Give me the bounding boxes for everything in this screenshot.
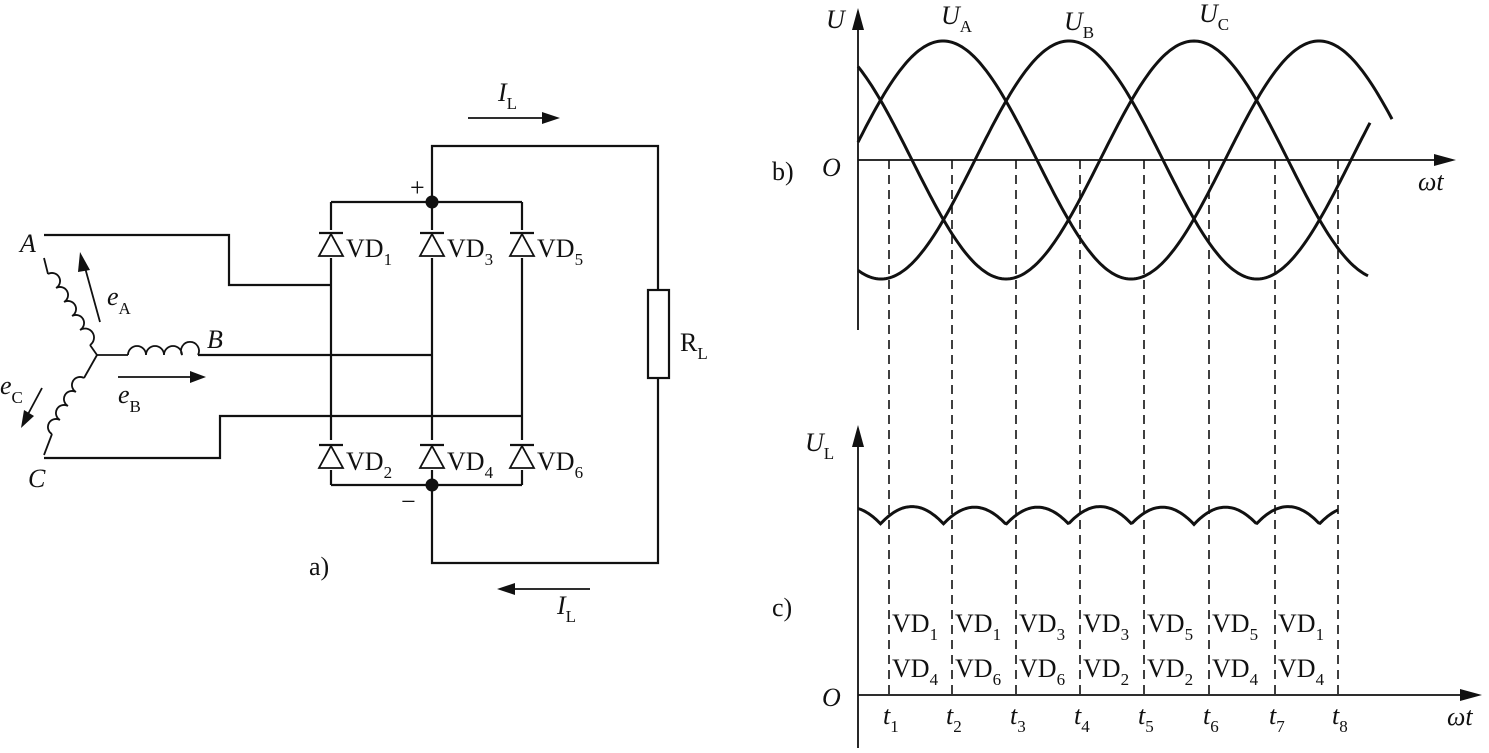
- panel-b-label: b): [772, 157, 794, 186]
- minus-sign: −: [401, 487, 416, 516]
- conducting-diode-label: VD5: [1212, 609, 1258, 644]
- star-windings: [43, 257, 200, 456]
- vd1-label: VD1: [346, 234, 392, 269]
- wt-label-c: ωt: [1447, 702, 1473, 731]
- waveform-panel-b: U O ωt b) UA UB UC: [772, 0, 1456, 330]
- curve-uc: [856, 39, 1369, 281]
- conducting-diode-label: VD1: [1278, 609, 1324, 644]
- time-labels: t1 t2 t3 t4 t5 t6 t7 t8: [883, 701, 1348, 736]
- time-label: t7: [1269, 701, 1285, 736]
- ua-label: UA: [941, 1, 973, 36]
- time-label: t3: [1010, 701, 1026, 736]
- conducting-diode-label: VD3: [1019, 609, 1065, 644]
- conducting-diode-label: VD4: [1278, 654, 1325, 689]
- conducting-diode-label: VD4: [1212, 654, 1259, 689]
- vd4-label: VD4: [447, 447, 494, 482]
- conducting-diode-label: VD1: [892, 609, 938, 644]
- current-arrows: [468, 112, 590, 595]
- winding-A: [47, 272, 95, 346]
- emf-b-label: eB: [118, 380, 141, 416]
- vd3-label: VD3: [447, 234, 493, 269]
- circuit-wires: [44, 144, 660, 565]
- ul-axis-label: UL: [805, 428, 834, 463]
- time-label: t2: [946, 701, 962, 736]
- panel-a-label: a): [309, 552, 329, 581]
- conducting-diode-label: VD6: [955, 654, 1001, 689]
- conducting-diode-label: VD2: [1083, 654, 1129, 689]
- ul-axis-arrow: [852, 425, 864, 447]
- wt-axis-b-arrow: [1434, 154, 1456, 166]
- waveform-panel-c: UL O ωt c): [772, 425, 1482, 748]
- load-label: RL: [680, 328, 708, 363]
- time-label: t6: [1203, 701, 1219, 736]
- u-axis-label: U: [826, 5, 847, 34]
- winding-C: [47, 376, 85, 435]
- conducting-diode-label: VD5: [1147, 609, 1193, 644]
- wt-label-b: ωt: [1418, 167, 1444, 196]
- diode-vd3: [418, 230, 446, 258]
- diode-vd1: [317, 230, 345, 258]
- phase-c-label: C: [28, 464, 46, 493]
- current-bottom-label: IL: [556, 591, 576, 626]
- emf-a-label: eA: [107, 282, 132, 318]
- vd5-label: VD5: [537, 234, 583, 269]
- curve-ul: [857, 505, 1339, 527]
- winding-B: [127, 341, 200, 356]
- load-resistor: [646, 288, 671, 380]
- vd2-label: VD2: [346, 447, 392, 482]
- curve-ua: [856, 39, 1394, 281]
- u-axis-arrow: [852, 8, 864, 30]
- origin-c: O: [822, 683, 841, 712]
- wt-axis-c-arrow: [1460, 689, 1482, 701]
- conducting-diode-label: VD6: [1019, 654, 1065, 689]
- emf-c-label: eC: [0, 371, 23, 407]
- circuit-panel-a: A B C eA eB eC + − VD1 VD3 VD5 VD2 VD4 V…: [0, 78, 708, 626]
- phase-b-label: B: [207, 325, 223, 354]
- conducting-diode-label: VD1: [955, 609, 1001, 644]
- time-label: t4: [1074, 701, 1090, 736]
- vd6-label: VD6: [537, 447, 583, 482]
- conducting-diode-label: VD3: [1083, 609, 1129, 644]
- diode-vd2: [317, 440, 345, 470]
- conducting-diode-label: VD2: [1147, 654, 1193, 689]
- ub-label: UB: [1064, 7, 1094, 42]
- time-label: t8: [1332, 701, 1348, 736]
- uc-label: UC: [1199, 0, 1229, 34]
- current-top-label: IL: [497, 78, 517, 113]
- time-label: t1: [883, 701, 899, 736]
- plus-sign: +: [410, 173, 425, 202]
- panel-c-label: c): [772, 593, 792, 622]
- diode-vd4: [418, 440, 446, 470]
- conducting-diode-label: VD4: [892, 654, 939, 689]
- time-label: t5: [1138, 701, 1154, 736]
- origin-b: O: [822, 153, 841, 182]
- diode-vd5: [508, 230, 536, 258]
- emf-arrows: [21, 252, 206, 428]
- phase-a-label: A: [18, 229, 36, 258]
- diode-vd6: [508, 440, 536, 470]
